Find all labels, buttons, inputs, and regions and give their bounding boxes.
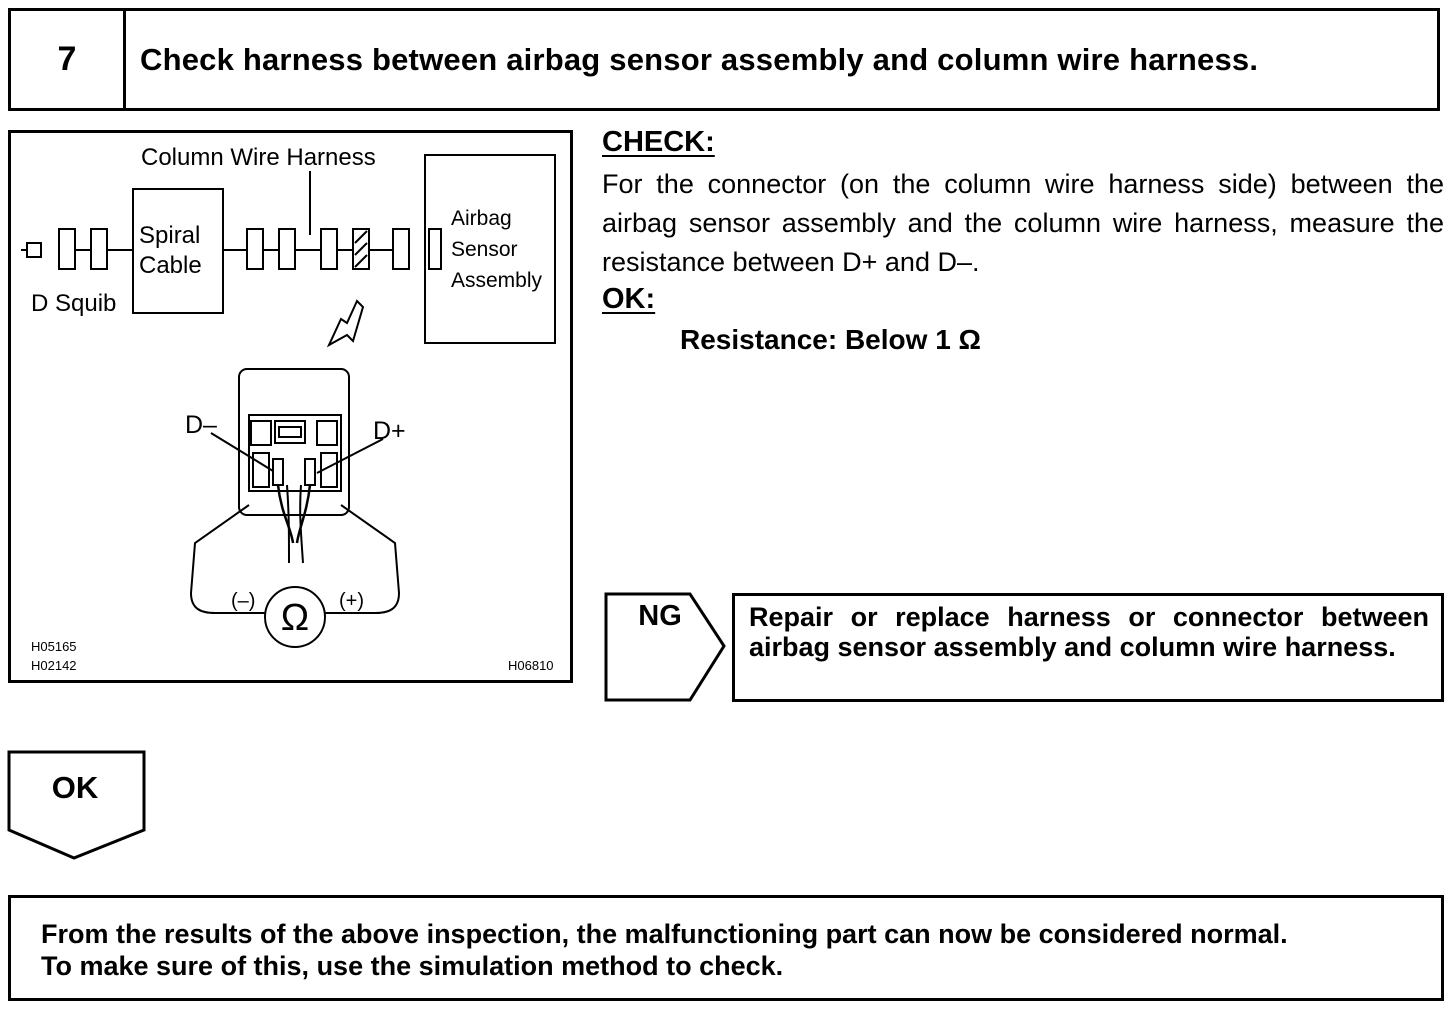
ok-arrow-label: OK — [51, 770, 99, 805]
wiring-illustration: Column Wire Harness D Squib Spiral Cable — [8, 130, 573, 683]
label-airbag: Airbag — [451, 207, 512, 230]
figure-code-3: H06810 — [508, 658, 554, 673]
label-minus: (–) — [231, 590, 255, 612]
result-line-2: To make sure of this, use the simulation… — [41, 951, 784, 981]
figure-code-2: H02142 — [31, 658, 77, 673]
check-heading: CHECK: — [602, 126, 715, 158]
ok-spec-value: Resistance: Below 1 Ω — [680, 324, 981, 355]
label-cable: Cable — [139, 252, 202, 279]
harness-connectors — [223, 228, 442, 270]
label-d-plus: D+ — [373, 417, 406, 445]
figure-code-1: H05165 — [31, 639, 77, 654]
ng-arrow-icon — [604, 592, 726, 702]
wiring-diagram: Column Wire Harness D Squib Spiral Cable — [21, 144, 556, 673]
d-minus-leader — [210, 432, 274, 472]
ok-arrow-icon — [7, 750, 146, 860]
spiral-cable-box — [132, 188, 224, 314]
positive-lead — [325, 504, 401, 614]
step-number: 7 — [11, 11, 126, 108]
ok-heading: OK: — [602, 283, 656, 315]
ng-label: NG — [638, 600, 682, 632]
ohmmeter-icon — [264, 586, 326, 648]
connector-front-view — [238, 368, 350, 564]
label-d-squib: D Squib — [31, 290, 116, 317]
result-line-1: From the results of the above inspection… — [41, 919, 1288, 949]
label-column-wire-harness: Column Wire Harness — [141, 144, 376, 171]
label-d-minus: D– — [185, 411, 217, 439]
pointer-arrow-icon — [326, 299, 365, 348]
ng-action-box: Repair or replace harness or connector b… — [732, 593, 1444, 702]
result-box: From the results of the above inspection… — [8, 895, 1444, 1001]
d-plus-leader — [316, 438, 384, 474]
label-ohm: Ω — [281, 597, 309, 639]
label-sensor: Sensor — [451, 238, 518, 261]
step-title: Check harness between airbag sensor asse… — [140, 41, 1259, 77]
airbag-sensor-box — [424, 154, 556, 344]
check-body: For the connector (on the column wire ha… — [602, 169, 1444, 277]
d-squib-connector — [21, 228, 133, 270]
label-plus: (+) — [339, 590, 364, 612]
label-spiral: Spiral — [139, 222, 200, 249]
step-header: 7 Check harness between airbag sensor as… — [8, 8, 1440, 111]
label-assembly: Assembly — [451, 269, 543, 292]
negative-lead — [189, 504, 265, 614]
